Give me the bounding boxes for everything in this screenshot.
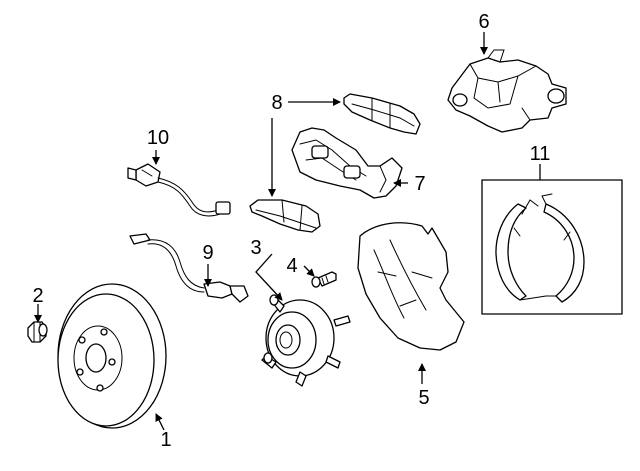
callout-6: 6 [478,11,489,33]
brake-hose-part[interactable] [129,233,249,303]
hub-bearing-part[interactable] [261,294,351,387]
leader-3 [255,253,283,301]
wheel-sensor-part[interactable] [127,163,231,217]
callout-2: 2 [32,285,43,307]
callout-1: 1 [160,429,171,451]
brake-pad-lower[interactable] [249,199,321,233]
parking-brake-shoes-part[interactable] [481,179,623,315]
caliper-bracket-part[interactable] [291,127,403,199]
hub-bolt-part[interactable] [311,271,337,288]
bleeder-screw-part[interactable] [27,321,48,343]
callout-7: 7 [414,173,425,195]
callout-11: 11 [530,143,551,165]
leader-4 [303,265,315,277]
callout-3: 3 [250,237,261,259]
brake-pad-upper[interactable] [343,93,421,135]
callout-5: 5 [418,387,429,409]
leader-1 [155,413,165,431]
caliper-part[interactable] [447,49,567,133]
callout-8: 8 [271,92,282,114]
splash-shield-part[interactable] [357,222,465,351]
callout-4: 4 [286,255,297,277]
callout-9: 9 [202,242,213,264]
brake-rotor-part[interactable] [57,283,167,429]
callout-10: 10 [147,127,169,149]
